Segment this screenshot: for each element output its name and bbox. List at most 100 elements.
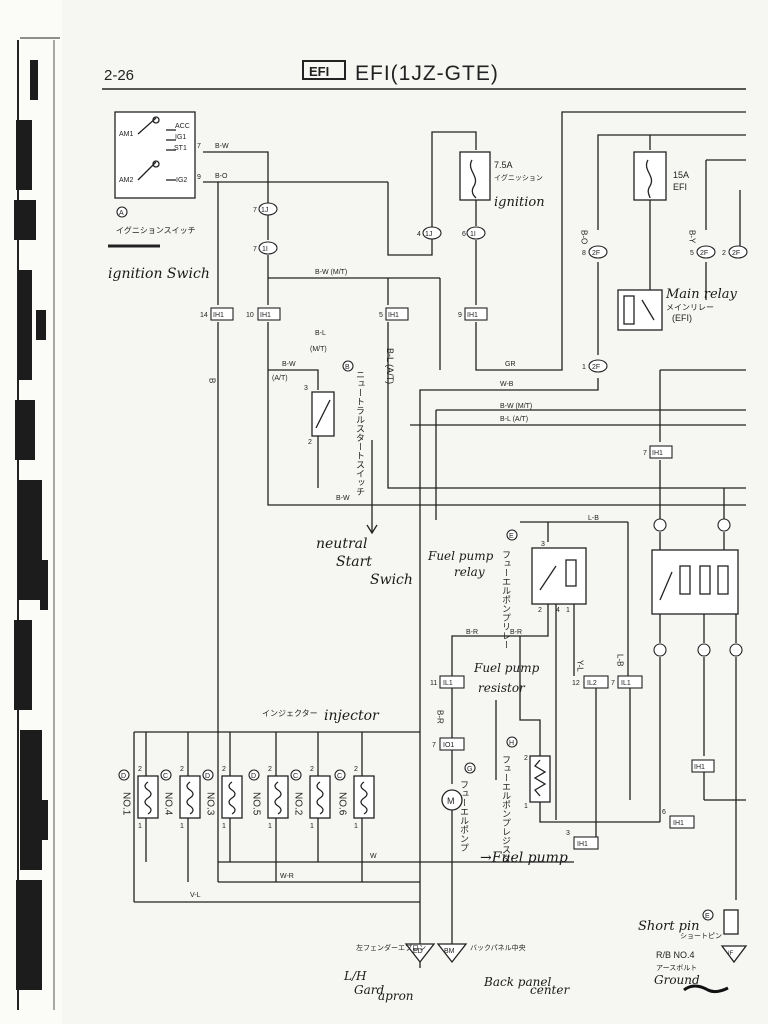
svg-text:1: 1 <box>524 803 528 810</box>
connector-2f-a: 2F 8 <box>582 245 608 259</box>
svg-text:apron: apron <box>378 989 414 1003</box>
svg-text:neutral: neutral <box>316 536 367 552</box>
connector-ih1-a: IH1 14 <box>200 307 234 321</box>
svg-text:1I: 1I <box>262 246 268 253</box>
injector-ref: C <box>163 773 168 780</box>
circuit-opening-relay: IH1 <box>651 518 746 900</box>
injector-label: NO.3 <box>205 792 216 816</box>
svg-text:アースボルト: アースボルト <box>656 964 697 972</box>
svg-text:Start: Start <box>336 554 372 570</box>
injector-5: CNO.221 <box>290 732 331 862</box>
svg-text:B-R: B-R <box>466 629 478 636</box>
svg-text:フューエルポンプ: フューエルポンプ <box>459 780 469 852</box>
svg-text:IL1: IL1 <box>443 680 453 687</box>
svg-text:Ground: Ground <box>654 973 700 987</box>
connector-1i: 1I 7 <box>253 241 278 255</box>
svg-text:Fuel pump: Fuel pump <box>473 661 540 675</box>
svg-text:IH1: IH1 <box>694 764 705 771</box>
svg-text:B-W: B-W <box>336 495 350 502</box>
svg-text:(A/T): (A/T) <box>272 375 288 382</box>
svg-text:1: 1 <box>222 823 226 830</box>
svg-text:1: 1 <box>138 823 142 830</box>
svg-text:左フェンダーエプロン: 左フェンダーエプロン <box>356 943 426 952</box>
svg-text:2: 2 <box>308 439 312 446</box>
svg-text:8: 8 <box>582 250 586 257</box>
svg-text:2: 2 <box>538 607 542 614</box>
svg-text:IH1: IH1 <box>467 312 478 319</box>
svg-text:2: 2 <box>524 755 528 762</box>
svg-text:B-W (M/T): B-W (M/T) <box>500 403 532 410</box>
svg-text:2: 2 <box>138 766 142 773</box>
svg-text:5: 5 <box>690 250 694 257</box>
injector-6: CNO.621 <box>334 732 375 882</box>
svg-text:バックパネル中央: バックパネル中央 <box>470 943 526 952</box>
fuel-pump: M G フューエルポンプ →Fuel pump IH1 3 <box>441 750 599 920</box>
svg-text:11: 11 <box>430 680 437 687</box>
svg-text:IH1: IH1 <box>673 820 684 827</box>
svg-text:2F: 2F <box>592 364 600 371</box>
injectors: DNO.121CNO.421DNO.321DNO.521CNO.221CNO.6… <box>118 732 375 882</box>
connector-2f-c: 2F 2 <box>722 245 748 259</box>
svg-text:AM1: AM1 <box>119 131 134 138</box>
injector-bus <box>133 322 574 903</box>
connector-ih1-e: IH1 7 <box>643 445 673 459</box>
fuse-efi: 15A EFI <box>633 151 689 201</box>
svg-text:2F: 2F <box>592 250 600 257</box>
svg-text:IL2: IL2 <box>587 680 597 687</box>
ground-ed: ED 左フェンダーエプロン L/H Gard apron <box>343 920 436 1003</box>
svg-text:1: 1 <box>180 823 184 830</box>
svg-text:フューエルポンプレジスタ: フューエルポンプレジスタ <box>501 755 511 863</box>
svg-text:ニュートラルスタートスイッチ: ニュートラルスタートスイッチ <box>355 370 365 496</box>
svg-text:B-W: B-W <box>282 361 296 368</box>
fuel-pump-resistor-area: IL1 11 IL2 12 IL1 7 IO1 7 2 1 H フューエルポンプ… <box>430 604 695 863</box>
ignition-switch-ref: A <box>119 210 124 217</box>
svg-text:Main relay: Main relay <box>665 287 738 302</box>
svg-text:9: 9 <box>197 174 201 181</box>
svg-text:14: 14 <box>200 312 208 319</box>
injector-ref: D <box>205 773 210 780</box>
svg-text:B-O: B-O <box>215 173 228 180</box>
svg-text:Fuel pump: Fuel pump <box>427 549 494 563</box>
svg-text:H: H <box>509 740 514 747</box>
svg-text:B-L: B-L <box>315 330 326 337</box>
injector-label: NO.4 <box>163 792 174 816</box>
svg-text:E: E <box>509 533 514 540</box>
page-number: 2-26 <box>104 67 134 84</box>
svg-text:2: 2 <box>180 766 184 773</box>
svg-text:7: 7 <box>432 742 436 749</box>
injector-ref: D <box>121 773 126 780</box>
svg-text:7: 7 <box>253 246 257 253</box>
svg-text:L-B: L-B <box>616 654 625 666</box>
svg-text:7: 7 <box>611 680 615 687</box>
svg-text:R/B NO.4: R/B NO.4 <box>656 950 695 960</box>
svg-text:IG1: IG1 <box>175 134 186 141</box>
rb-ground: R/B NO.4 アースボルト Ground IF <box>654 945 748 994</box>
svg-text:ST1: ST1 <box>174 145 187 152</box>
injector-jp: インジェクター <box>262 709 318 718</box>
svg-text:W: W <box>370 853 377 860</box>
svg-text:Back panel: Back panel <box>483 975 551 989</box>
svg-text:1: 1 <box>310 823 314 830</box>
wires-upper <box>203 111 746 920</box>
svg-text:1J: 1J <box>261 207 268 214</box>
svg-text:IH1: IH1 <box>260 312 271 319</box>
svg-text:IG2: IG2 <box>176 177 187 184</box>
svg-text:→Fuel pump: →Fuel pump <box>480 850 568 866</box>
svg-text:B: B <box>345 364 350 371</box>
connector-1i-b: 1I 6 <box>462 226 486 240</box>
svg-text:IH1: IH1 <box>577 841 588 848</box>
svg-text:5: 5 <box>379 312 383 319</box>
wire-labels: B-W B-O B-W (M/T) B-L (M/T) B-W (A/T) B-… <box>190 143 697 899</box>
fuel-pump-relay: 3 2 4 1 E フューエルポンプリレー Fuel pump relay <box>427 529 587 649</box>
efi-badge: EFI <box>309 64 329 79</box>
svg-text:EFI: EFI <box>673 182 687 192</box>
svg-text:Swich: Swich <box>370 572 413 588</box>
svg-text:Y-L: Y-L <box>576 660 585 672</box>
svg-text:メインリレー: メインリレー <box>666 303 714 312</box>
svg-text:12: 12 <box>572 680 580 687</box>
svg-text:1: 1 <box>268 823 272 830</box>
svg-text:M: M <box>447 796 455 806</box>
svg-text:1I: 1I <box>470 231 476 238</box>
svg-text:1: 1 <box>354 823 358 830</box>
